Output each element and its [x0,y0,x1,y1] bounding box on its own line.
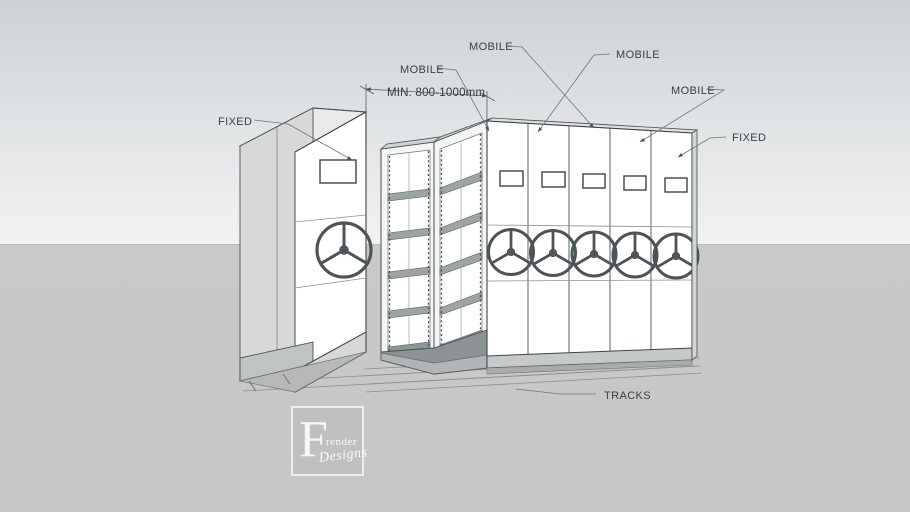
annotation-fixed-right: FIXED [732,132,767,144]
watermark: F render Designs [291,406,368,476]
mobile-bank-dividers [527,123,652,367]
handwheel [611,231,659,279]
watermark-word-render: render [326,436,358,448]
annotation-fixed-left: FIXED [218,116,253,128]
handwheel-rim [652,232,700,280]
leader-mobile-2 [505,45,595,129]
leader-mobile-3 [537,53,611,133]
label-holder [582,173,606,189]
fixed-left-band-1 [294,214,367,223]
unit-mobile-bank [485,117,700,375]
handwheels[interactable] [487,228,700,280]
leader-fixed-right [677,136,727,158]
handwheel[interactable] [315,221,373,279]
leader-fixed-left [253,119,353,161]
handwheel-rim [315,221,373,279]
handwheel-rim [611,231,659,279]
mobile-bank-bands [486,224,693,282]
handwheel [570,230,618,278]
label-holders [499,170,688,193]
leader-mobile-4 [639,88,726,143]
mobile-bank-front [486,120,693,369]
label-holder [499,170,524,187]
mobile-bank-plinth-shadow [486,359,693,375]
fixed-left-base-shadow [239,351,367,393]
label-holder [319,159,357,184]
leader-tracks [515,388,596,395]
handwheel [652,232,700,280]
shelving-mid-dividers [408,142,462,356]
fixed-left-top-edge [312,107,367,113]
label-holder [664,177,688,193]
handwheel-rim [529,229,577,277]
dim-line [365,87,488,98]
unit-open-shelving [379,117,493,375]
handwheel-rim [487,228,535,276]
unit-fixed-right-side [691,129,698,361]
handwheel [487,228,535,276]
annotation-dimension: MIN. 800-1000mm [387,87,486,99]
dimension-annotation [359,84,496,121]
shelving-uprights [388,134,482,358]
handwheel-spoke-2 [321,248,345,265]
label-holder [541,171,566,188]
annotation-tracks: TRACKS [604,390,652,402]
fixed-left-band-2 [294,277,367,289]
annotation-mobile-1: MOBILE [400,64,444,76]
handwheel-spoke-3 [343,248,367,265]
annotation-mobile-3: MOBILE [616,49,660,61]
foot-1 [248,380,257,392]
annotation-mobile-2: MOBILE [469,41,513,53]
handwheel [529,229,577,277]
foot-2 [282,373,291,385]
handwheel-rim [570,230,618,278]
watermark-initial: F [299,411,328,468]
unit-fixed-left [238,107,373,393]
leader-lines [253,45,727,395]
leader-mobile-1 [436,67,490,132]
annotation-mobile-4: MOBILE [671,85,715,97]
label-holder [623,175,647,191]
